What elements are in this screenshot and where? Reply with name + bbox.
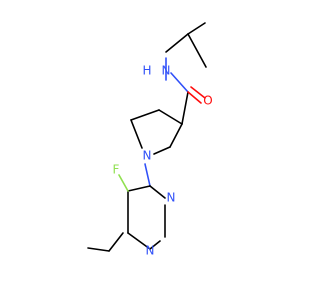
n-to-pyrimidine-bond	[144, 163, 151, 187]
carbonyl-double-bond-2	[190, 86, 206, 99]
atom-labels: H N O N F N N	[113, 64, 213, 258]
pyrrolidine-bond-1	[158, 109, 183, 125]
pyrimidine-bond-4	[149, 240, 161, 250]
pyrrolidine-n-label: N	[143, 149, 152, 163]
molecule-structure: H N O N F N N	[87, 22, 213, 258]
carbonyl-to-ring-bond	[181, 91, 189, 125]
bonds	[87, 22, 207, 252]
n-to-carbonyl-bond	[170, 72, 189, 93]
pyrimidine-bond-5	[127, 232, 151, 250]
ethyl-bond-1	[108, 232, 124, 252]
pyrimidine-n2-label: N	[146, 244, 155, 258]
pyrrolidine-bond-5	[153, 146, 171, 155]
tert-butyl-methyl-bond-2	[187, 33, 207, 68]
tert-butyl-methyl-bond-1	[165, 33, 189, 53]
pyrrolidine-bond-3	[130, 119, 143, 149]
pyrrolidine-bond-2	[130, 109, 160, 121]
pyrimidine-bond-2	[149, 185, 166, 199]
fluorine-label: F	[113, 163, 120, 177]
ethyl-bond-2	[87, 247, 110, 252]
pyrimidine-n1-label: N	[167, 191, 176, 205]
c-f-bond	[118, 174, 129, 192]
carbonyl-double-bond-1	[187, 91, 202, 104]
tert-butyl-methyl-bond-3	[187, 22, 206, 35]
carbonyl-o-label: O	[203, 94, 212, 108]
amide-h-label: H	[142, 64, 151, 78]
pyrimidine-bond-1	[127, 185, 151, 192]
amide-n-label: N	[162, 64, 171, 78]
pyrrolidine-bond-4	[169, 123, 183, 148]
